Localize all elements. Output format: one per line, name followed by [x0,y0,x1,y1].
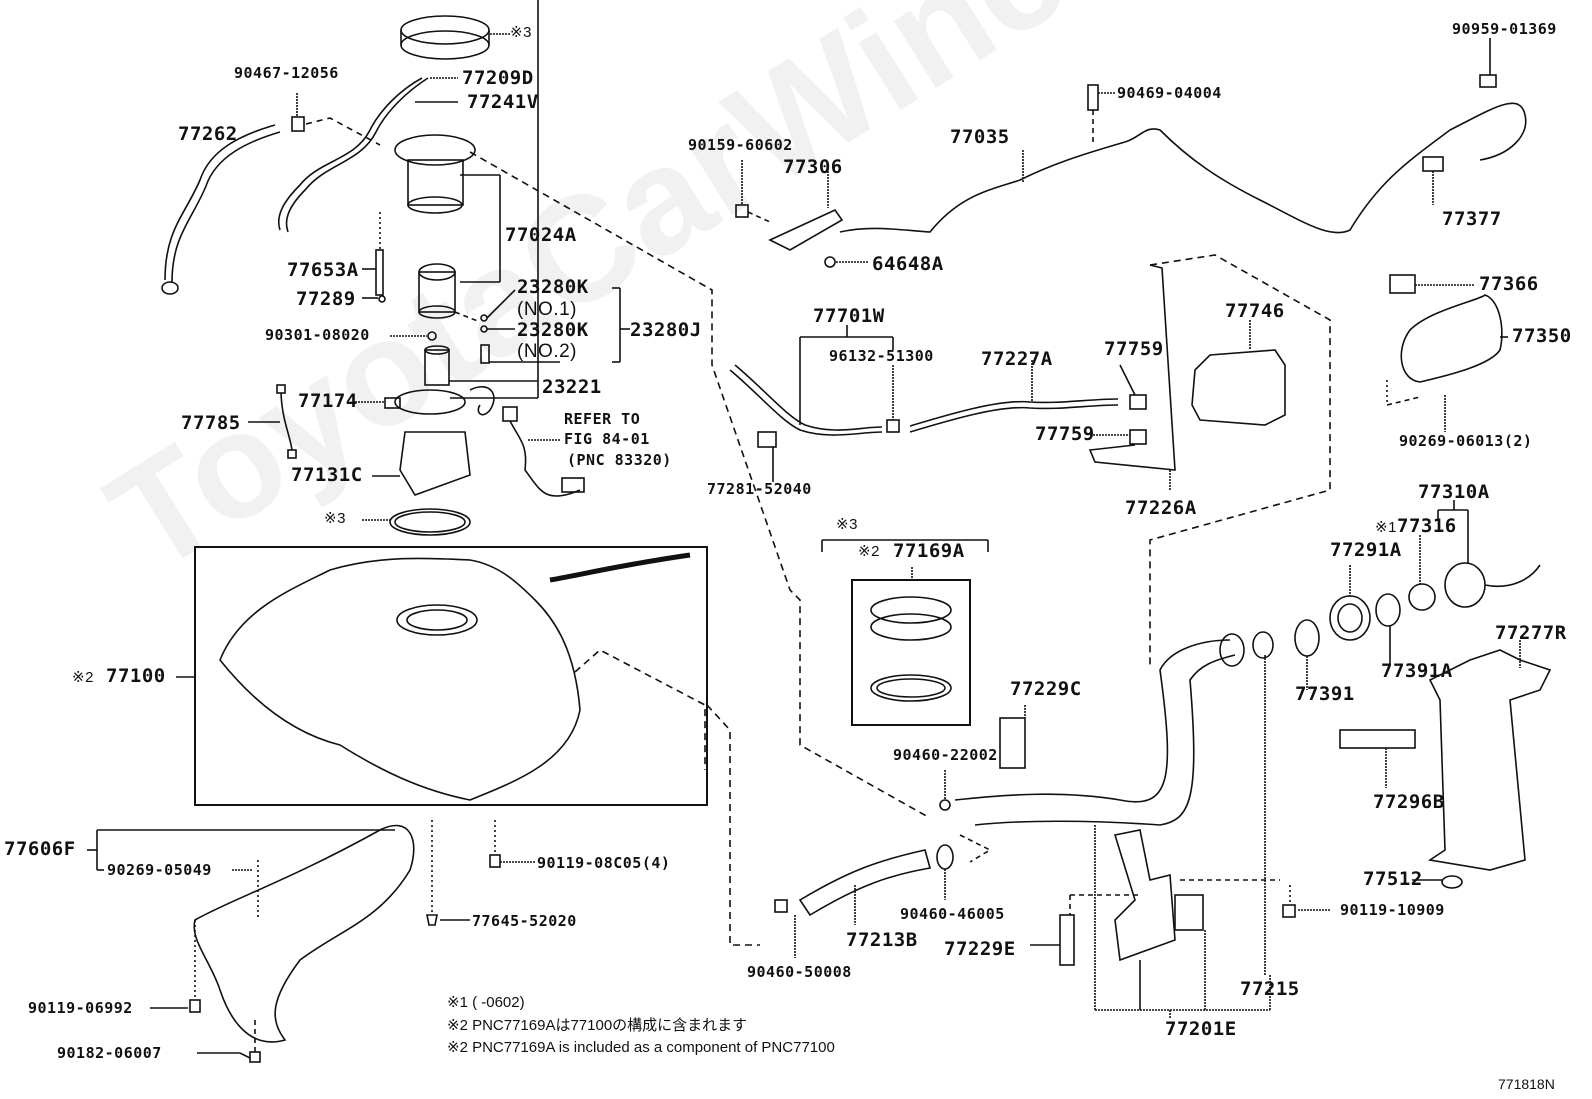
label-77645-52020[interactable]: 77645-52020 [472,912,577,930]
label-90467-12056[interactable]: 90467-12056 [234,64,339,82]
label-77291a[interactable]: 77291A [1330,539,1402,561]
hose-77262 [164,124,276,281]
label-refer-line1: REFER TO [564,410,641,428]
canister-77131c [399,431,471,496]
label-90460-50008[interactable]: 90460-50008 [747,963,852,981]
label-77759-top[interactable]: 77759 [1104,338,1164,360]
label-90119-10909[interactable]: 90119-10909 [1340,901,1445,919]
label-77100[interactable]: 77100 [106,665,166,687]
label-refer-line3: (PNC 83320) [567,451,672,469]
tank-protector [193,824,415,1043]
label-77201e[interactable]: 77201E [1165,1018,1237,1040]
label-77169a[interactable]: 77169A [893,540,965,562]
label-77131c[interactable]: 77131C [291,464,363,486]
fuel-door-cable [839,102,1527,234]
pipe-77226a [1088,264,1176,471]
lock-ring-part [400,15,490,60]
label-77100-note: ※2 [72,669,94,686]
label-77229e[interactable]: 77229E [944,938,1016,960]
label-77316-note: ※1 [1375,519,1397,536]
label-77213b[interactable]: 77213B [846,929,918,951]
label-77289[interactable]: 77289 [296,288,356,310]
label-77227a[interactable]: 77227A [981,348,1053,370]
label-77310a[interactable]: 77310A [1418,481,1490,503]
label-90301-08020[interactable]: 90301-08020 [265,326,370,344]
label-90460-22002[interactable]: 90460-22002 [893,746,998,764]
note-1: ※1 ( -0602) [447,994,525,1011]
label-77024a[interactable]: 77024A [505,224,577,246]
label-gasket-note: ※3 [324,510,346,527]
label-77391[interactable]: 77391 [1295,683,1355,705]
label-77701w[interactable]: 77701W [813,305,885,327]
label-90959-01369[interactable]: 90959-01369 [1452,20,1557,38]
label-90119-06992[interactable]: 90119-06992 [28,999,133,1017]
label-77377[interactable]: 77377 [1442,208,1502,230]
label-77316[interactable]: 77316 [1397,515,1457,537]
label-77785[interactable]: 77785 [181,412,241,434]
splash-shield-77277r [1427,649,1552,871]
label-77229c[interactable]: 77229C [1010,678,1082,700]
label-77350[interactable]: 77350 [1512,325,1572,347]
label-77174[interactable]: 77174 [298,390,358,412]
label-refer-line2[interactable]: FIG 84-01 [564,430,650,448]
label-77366[interactable]: 77366 [1479,273,1539,295]
label-77035[interactable]: 77035 [950,126,1010,148]
label-90119-08c05[interactable]: 90119-08C05(4) [537,854,671,872]
label-23280k-no1[interactable]: 23280K [517,276,589,298]
label-77391a[interactable]: 77391A [1381,660,1453,682]
label-ring-note: ※3 [510,24,532,41]
label-77296b[interactable]: 77296B [1373,791,1445,813]
label-64648a[interactable]: 64648A [872,253,944,275]
label-23280j[interactable]: 23280J [630,319,702,341]
hose-77701w [729,369,883,436]
label-90460-46005[interactable]: 90460-46005 [900,905,1005,923]
label-77226a[interactable]: 77226A [1125,497,1197,519]
charcoal-canister [1191,349,1286,426]
note-2-en: ※2 PNC77169A is included as a component … [447,1039,835,1056]
label-77306[interactable]: 77306 [783,156,843,178]
lever-77306 [768,208,844,251]
label-77209d[interactable]: 77209D [462,67,534,89]
label-77281-52040[interactable]: 77281-52040 [707,480,812,498]
bracket-77201e [1113,829,1176,962]
label-77746[interactable]: 77746 [1225,300,1285,322]
fuel-lid [1400,294,1503,383]
label-77215[interactable]: 77215 [1240,978,1300,1000]
label-96132-51300[interactable]: 96132-51300 [829,347,934,365]
kit-box [851,579,971,726]
label-90182-06007[interactable]: 90182-06007 [57,1044,162,1062]
label-90159-60602[interactable]: 90159-60602 [688,136,793,154]
label-77512[interactable]: 77512 [1363,868,1423,890]
label-23280k-no2-sub: (NO.2) [517,341,577,362]
note-2-jp: ※2 PNC77169Aは77100の構成に含まれます [447,1017,748,1034]
label-77606f[interactable]: 77606F [4,838,76,860]
label-90269-05049[interactable]: 90269-05049 [107,861,212,879]
label-90269-06013[interactable]: 90269-06013(2) [1399,432,1533,450]
label-77653a[interactable]: 77653A [287,259,359,281]
label-23280k-no2[interactable]: 23280K [517,319,589,341]
figure-id: 771818N [1498,1076,1555,1092]
label-23221[interactable]: 23221 [542,376,602,398]
label-77262[interactable]: 77262 [178,123,238,145]
fuel-tank [219,557,581,801]
hose-77213b [798,849,932,917]
label-77759-bottom[interactable]: 77759 [1035,423,1095,445]
filler-pipe [954,639,1231,803]
label-77277r[interactable]: 77277R [1495,622,1567,644]
label-77169a-note: ※2 [858,543,880,560]
label-77241v[interactable]: 77241V [467,91,539,113]
label-90469-04004[interactable]: 90469-04004 [1117,84,1222,102]
label-kit-note: ※3 [836,516,858,533]
tank-box [194,546,708,806]
hose-77209d [278,77,423,231]
label-23280k-no1-sub: (NO.1) [517,299,577,320]
hose-77227a [909,404,1119,433]
